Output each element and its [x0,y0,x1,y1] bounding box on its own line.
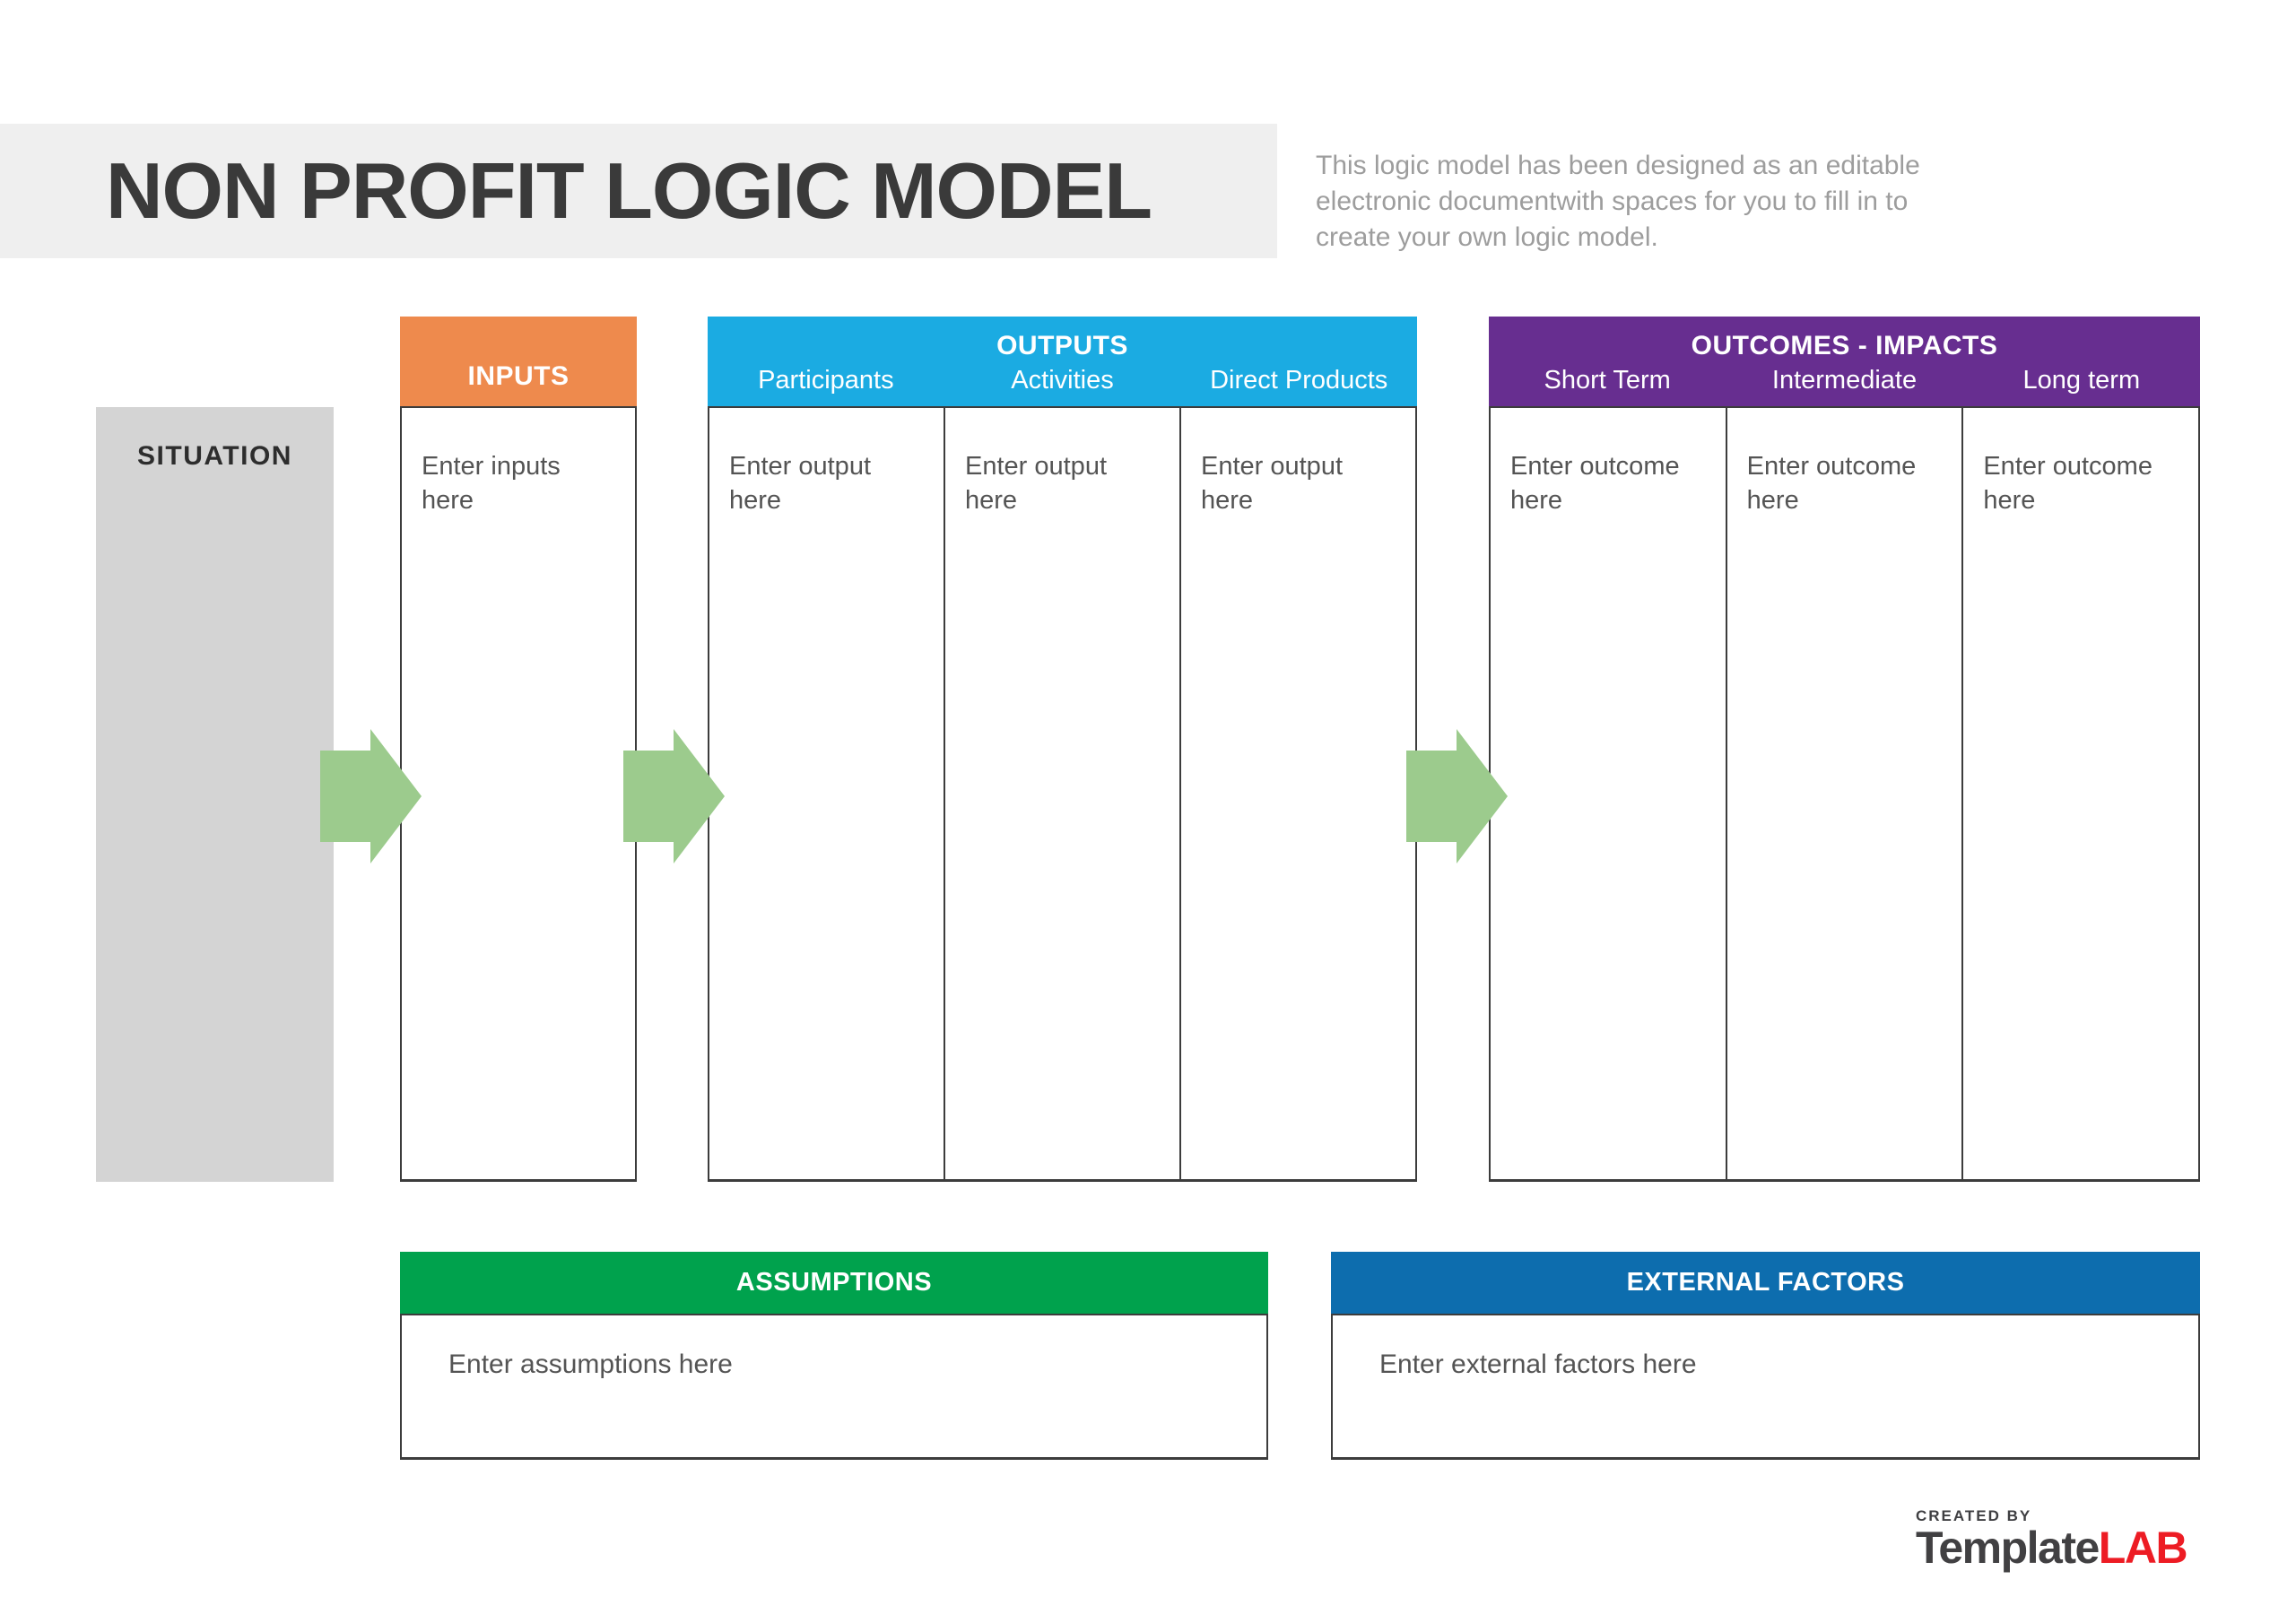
outcomes-intermediate-entry-field[interactable]: Enter outcome here [1725,408,1962,1179]
outcomes-body: Enter outcome here Enter outcome here En… [1489,406,2200,1182]
outcomes-subheader-long-term: Long term [2022,366,2141,395]
external-factors-entry-field[interactable]: Enter external factors here [1331,1314,2200,1460]
title-band: NON PROFIT LOGIC MODEL [0,124,1277,258]
outcomes-subheader-short-term: Short Term [1544,366,1671,395]
intro-line-2: electronic documentwith spaces for you t… [1316,187,1909,216]
intro-description: This logic model has been designed as an… [1316,148,2123,256]
brand-template-text: Template [1916,1523,2100,1573]
outcomes-header-title: OUTCOMES - IMPACTS [1691,331,1998,360]
inputs-entry-field[interactable]: Enter inputs here [422,452,561,515]
flow-arrow-icon [1406,729,1508,864]
outcomes-short-term-entry-field[interactable]: Enter outcome here [1510,452,1680,515]
outcomes-subheaders: Short Term Intermediate Long term [1489,366,2200,395]
outputs-participants-entry-field[interactable]: Enter output here [729,452,871,515]
inputs-body: Enter inputs here [400,406,637,1182]
outcomes-long-term-entry-field[interactable]: Enter outcome here [1961,408,2198,1179]
outcomes-subheader-intermediate: Intermediate [1771,366,1918,395]
brand-wordmark: TemplateLAB [1916,1523,2188,1573]
brand-lab-text: LAB [2098,1523,2188,1573]
inputs-header: INPUTS [400,317,637,406]
assumptions-entry-field[interactable]: Enter assumptions here [400,1314,1268,1460]
intro-line-3: create your own logic model. [1316,222,1658,252]
outputs-direct-products-entry-field[interactable]: Enter output here [1179,408,1415,1179]
situation-label: SITUATION [137,441,292,471]
assumptions-header: ASSUMPTIONS [400,1252,1268,1314]
templatelab-logo: CREATED BY TemplateLAB [1916,1507,2188,1573]
outputs-header: OUTPUTS Participants Activities Direct P… [708,317,1417,406]
outputs-header-title: OUTPUTS [996,331,1128,360]
flow-arrow-icon [623,729,725,864]
flow-arrow-icon [320,729,422,864]
situation-box: SITUATION [96,407,334,1182]
outputs-body: Enter output here Enter output here Ente… [708,406,1417,1182]
external-factors-header: EXTERNAL FACTORS [1331,1252,2200,1314]
inputs-header-label: INPUTS [467,361,570,391]
outputs-subheader-activities: Activities [1011,366,1114,395]
page-title: NON PROFIT LOGIC MODEL [106,146,1152,235]
outputs-subheader-direct-products: Direct Products [1210,366,1388,395]
created-by-label: CREATED BY [1916,1507,2032,1524]
outcomes-header: OUTCOMES - IMPACTS Short Term Intermedia… [1489,317,2200,406]
intro-line-1: This logic model has been designed as an… [1316,151,1920,180]
outputs-activities-entry-field[interactable]: Enter output here [944,408,1179,1179]
outputs-subheader-participants: Participants [758,366,894,395]
outputs-subheaders: Participants Activities Direct Products [708,366,1417,395]
